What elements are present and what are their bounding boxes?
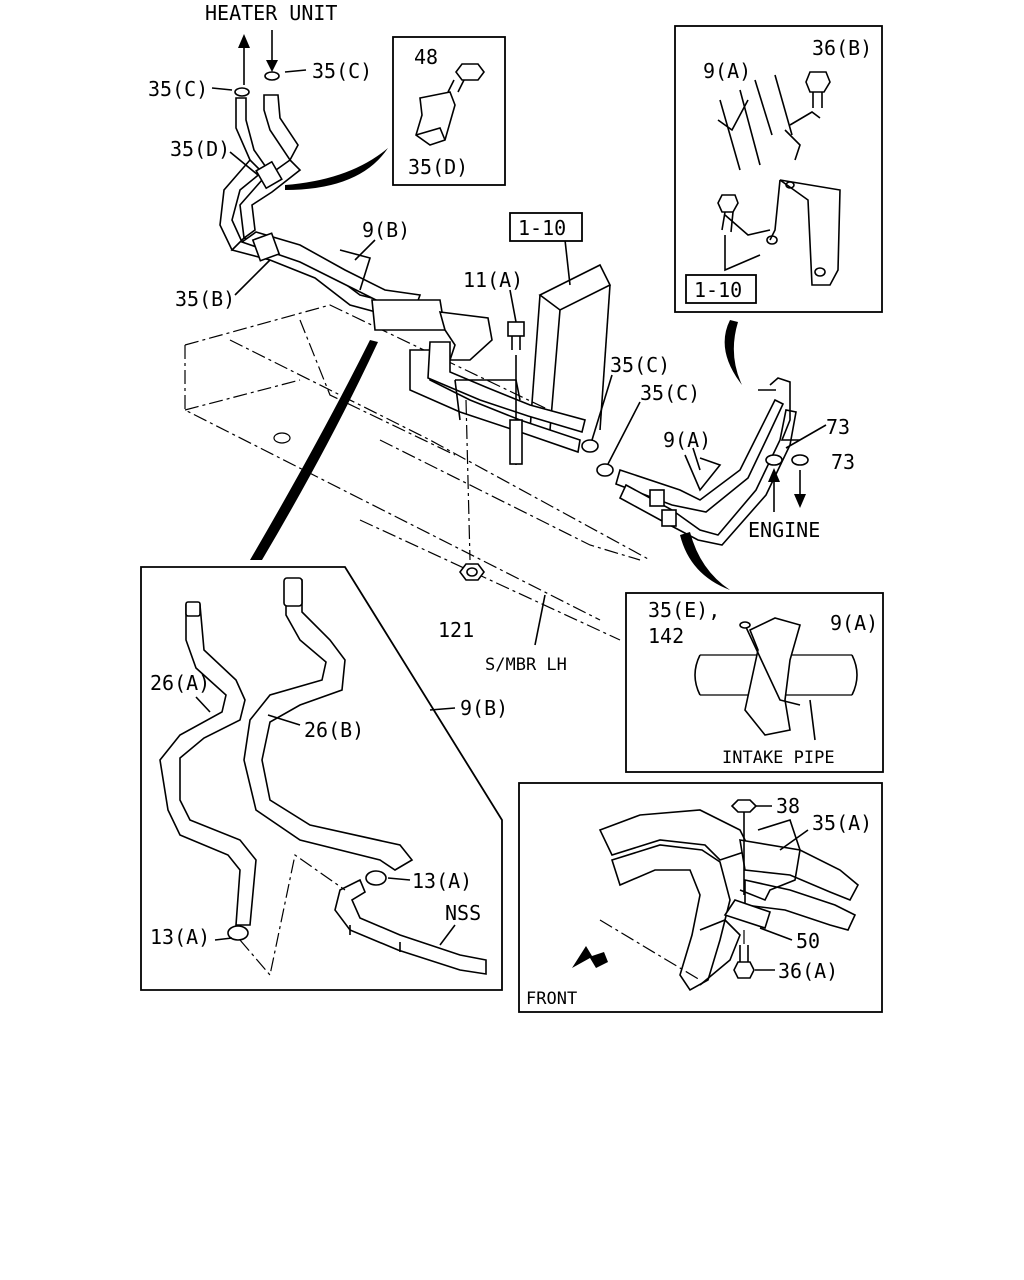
nut-121 xyxy=(459,563,485,581)
inset-front-front-label: FRONT xyxy=(526,989,577,1009)
ref-1-10-label: 1-10 xyxy=(518,216,566,240)
inset-hoses: 26(A) 26(B) 9(B) 13(A) 13(A) NSS xyxy=(140,566,508,991)
inset-intake-9a-label: 9(A) xyxy=(830,611,878,635)
side-member-line xyxy=(359,519,621,641)
heater-hose-assembly xyxy=(219,94,800,546)
inset-hoses-13a-left-label: 13(A) xyxy=(150,925,210,949)
part-35b-label: 35(B) xyxy=(175,287,235,311)
inset-clip-35d-label: 35(D) xyxy=(408,155,468,179)
inset-front-38-label: 38 xyxy=(776,794,800,818)
inset-hoses-26a-label: 26(A) xyxy=(150,671,210,695)
part-73b-label: 73 xyxy=(831,450,855,474)
smbr-leader xyxy=(534,594,546,646)
inset-front: 38 35(A) 50 36(A) FRONT xyxy=(518,782,883,1013)
inset-intake: 35(E), 142 9(A) INTAKE PIPE xyxy=(625,592,884,773)
inset-hoses-13a-right-label: 13(A) xyxy=(412,869,472,893)
part-121-label: 121 xyxy=(438,618,474,642)
chassis-frame xyxy=(184,263,651,621)
part-35c-right-label: 35(C) xyxy=(312,59,372,83)
bolt-11a xyxy=(507,321,525,465)
part-9a-label: 9(A) xyxy=(663,428,711,452)
part-35c-mid2-label: 35(C) xyxy=(640,381,700,405)
part-11a-label: 11(A) xyxy=(463,268,523,292)
inset-bracket: 9(A) 36(B) 1-10 xyxy=(674,25,883,313)
engine-arrows xyxy=(765,454,809,512)
inset-intake-142-label: 142 xyxy=(648,624,684,648)
inset-intake-pipe-label: INTAKE PIPE xyxy=(722,748,835,768)
clip-leader xyxy=(454,379,521,421)
heater-unit-arrows xyxy=(234,30,280,97)
inset-bracket-36b-label: 36(B) xyxy=(812,36,872,60)
part-35c-mid1-label: 35(C) xyxy=(610,353,670,377)
inset-clip: 48 35(D) xyxy=(392,36,506,186)
part-35d-label: 35(D) xyxy=(170,137,230,161)
inset-intake-35e-label: 35(E), xyxy=(648,598,720,622)
inset-hoses-26b-label: 26(B) xyxy=(304,718,364,742)
inset-hoses-9b-label: 9(B) xyxy=(460,696,508,720)
heater-unit-label: HEATER UNIT xyxy=(205,1,337,25)
inset-bracket-1-10-label: 1-10 xyxy=(694,278,742,302)
smbr-lh-label: S/MBR LH xyxy=(485,655,567,675)
bolt-121-axis xyxy=(465,399,471,561)
inset-bracket-9a-label: 9(A) xyxy=(703,59,751,83)
inset-clip-48-label: 48 xyxy=(414,45,438,69)
part-73a-label: 73 xyxy=(826,415,850,439)
callout-leaders xyxy=(211,69,827,590)
engine-label: ENGINE xyxy=(748,518,820,542)
part-35c-left-label: 35(C) xyxy=(148,77,208,101)
ref-1-10-box xyxy=(509,212,583,242)
inset-front-50-label: 50 xyxy=(796,929,820,953)
inset-front-35a-label: 35(A) xyxy=(812,811,872,835)
inset-hoses-nss-label: NSS xyxy=(445,901,481,925)
inset-front-36a-label: 36(A) xyxy=(778,959,838,983)
part-9b-label: 9(B) xyxy=(362,218,410,242)
